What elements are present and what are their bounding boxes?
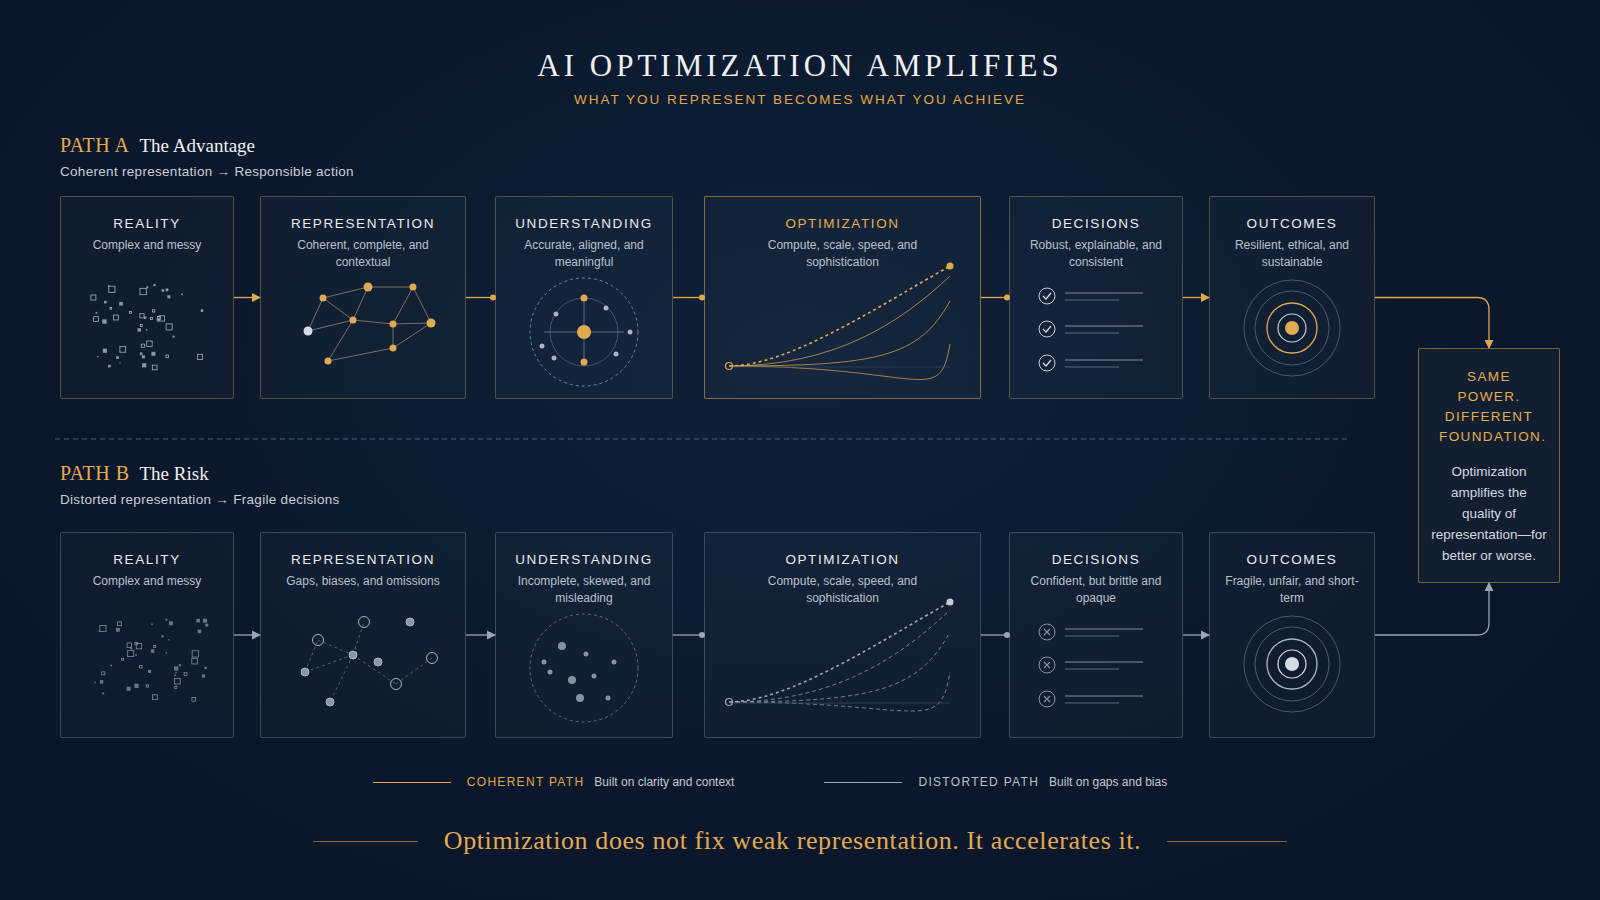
box-body: Robust, explainable, and consistent xyxy=(1020,237,1172,271)
stage-box: OUTCOMES Fragile, unfair, and short-term xyxy=(1209,532,1375,738)
flow-connector xyxy=(1183,634,1209,635)
box-heading: OUTCOMES xyxy=(1220,551,1364,569)
legend-key: COHERENT PATH xyxy=(467,775,585,789)
flow-connector xyxy=(1183,297,1209,298)
box-heading: UNDERSTANDING xyxy=(506,551,662,569)
path-label: PATH B xyxy=(60,462,130,485)
stage-box: REALITY Complex and messy xyxy=(60,196,234,399)
label-row: WHAT YOU REPRESENT BECOMES WHAT YOU ACHI… xyxy=(0,92,1600,107)
path-label: The Advantage xyxy=(140,135,256,157)
label-row: PATH A The Advantage xyxy=(60,134,255,157)
legend-key: DISTORTED PATH xyxy=(918,775,1039,789)
label-row: PATH B The Risk xyxy=(60,462,209,485)
legend-line-sample xyxy=(824,782,902,783)
box-body: Confident, but brittle and opaque xyxy=(1020,573,1172,607)
legend-description: Built on clarity and context xyxy=(594,775,734,789)
box-heading: REALITY xyxy=(71,551,223,569)
path-label: Distorted representation → Fragile decis… xyxy=(60,492,340,507)
path-label: PATH A xyxy=(60,134,130,157)
stage-box: REALITY Complex and messy xyxy=(60,532,234,738)
caption-row: Optimization does not fix weak represent… xyxy=(0,826,1600,856)
box-body: Gaps, biases, and omissions xyxy=(281,573,446,590)
box-heading: OPTIMIZATION xyxy=(715,551,970,569)
legend-item: DISTORTED PATH Built on gaps and bias xyxy=(824,775,1167,789)
separator-line xyxy=(55,439,1350,440)
box-body: Coherent, complete, and contextual xyxy=(281,237,446,271)
box-heading: OUTCOMES xyxy=(1220,215,1364,233)
stage-box: UNDERSTANDING Incomplete, skewed, and mis… xyxy=(495,532,673,738)
flow-connector xyxy=(234,634,260,635)
path-label: The Risk xyxy=(140,463,209,485)
label-row: Coherent representation → Responsible ac… xyxy=(60,164,354,179)
flow-connector xyxy=(234,297,260,298)
legend: COHERENT PATH Built on clarity and contex… xyxy=(0,775,1540,789)
stage-box: UNDERSTANDING Accurate, aligned, and mean… xyxy=(495,196,673,399)
box-heading: REPRESENTATION xyxy=(271,551,455,569)
box-heading: DECISIONS xyxy=(1020,215,1172,233)
box-body: Resilient, ethical, and sustainable xyxy=(1220,237,1364,271)
legend-description: Built on gaps and bias xyxy=(1049,775,1167,789)
flow-connector xyxy=(1375,298,1489,349)
box-heading: SAME POWER. DIFFERENT FOUNDATION. xyxy=(1439,367,1539,447)
stage-box: REPRESENTATION Gaps, biases, and omission… xyxy=(260,532,466,738)
box-heading: REALITY xyxy=(71,215,223,233)
box-heading: REPRESENTATION xyxy=(271,215,455,233)
box-body: Accurate, aligned, and meaningful xyxy=(506,237,662,271)
caption-rule xyxy=(1167,841,1287,842)
box-body: Complex and messy xyxy=(71,237,223,254)
box-heading: DECISIONS xyxy=(1020,551,1172,569)
stage-box: DECISIONS Robust, explainable, and consis… xyxy=(1009,196,1183,399)
flow-connector xyxy=(1375,583,1489,635)
caption: Optimization does not fix weak represent… xyxy=(444,826,1141,856)
box-heading: UNDERSTANDING xyxy=(506,215,662,233)
path-label: Coherent representation → Responsible ac… xyxy=(60,164,354,179)
stage-box: OPTIMIZATION Compute, scale, speed, and s… xyxy=(704,532,981,738)
box-body: Compute, scale, speed, and sophisticatio… xyxy=(760,573,925,607)
box-body: Compute, scale, speed, and sophisticatio… xyxy=(760,237,925,271)
legend-item: COHERENT PATH Built on clarity and contex… xyxy=(373,775,735,789)
box-heading: OPTIMIZATION xyxy=(715,215,970,233)
stage-box: REPRESENTATION Coherent, complete, and co… xyxy=(260,196,466,399)
box-body: Incomplete, skewed, and misleading xyxy=(506,573,662,607)
label-row: Distorted representation → Fragile decis… xyxy=(60,492,340,507)
path-label: WHAT YOU REPRESENT BECOMES WHAT YOU ACHI… xyxy=(574,92,1026,107)
stage-box: OUTCOMES Resilient, ethical, and sustaina… xyxy=(1209,196,1375,399)
box-body: Optimization amplifies the quality of re… xyxy=(1431,461,1547,566)
title: AI OPTIMIZATION AMPLIFIES xyxy=(0,48,1600,84)
caption-rule xyxy=(313,841,418,842)
legend-line-sample xyxy=(373,782,451,783)
flow-connector xyxy=(466,634,495,635)
stage-box: OPTIMIZATION Compute, scale, speed, and s… xyxy=(704,196,981,399)
box-body: Complex and messy xyxy=(71,573,223,590)
box-body: Fragile, unfair, and short-term xyxy=(1220,573,1364,607)
summary-box: SAME POWER. DIFFERENT FOUNDATION. Optimiz… xyxy=(1418,348,1560,583)
stage-box: DECISIONS Confident, but brittle and opaq… xyxy=(1009,532,1183,738)
